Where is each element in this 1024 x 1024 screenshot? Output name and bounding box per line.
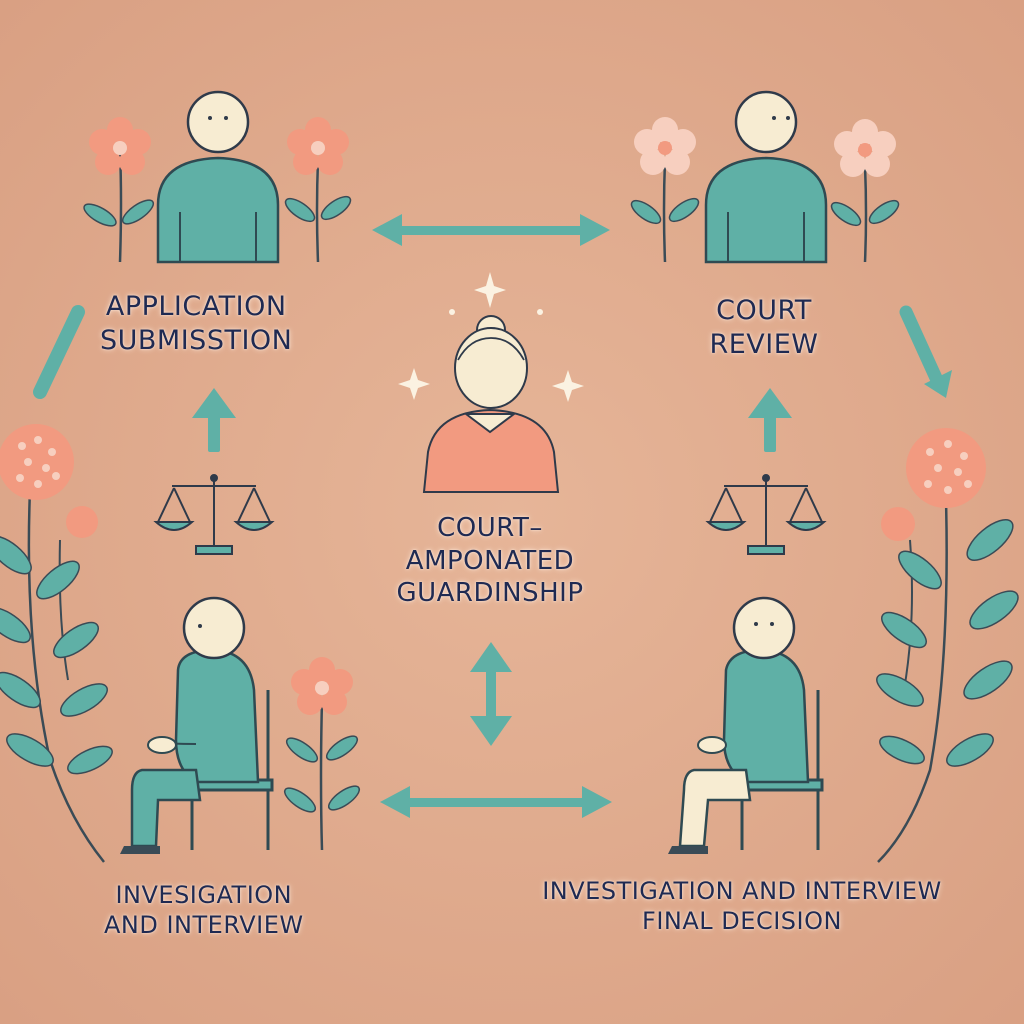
label-court-review: COURT REVIEW [709,295,819,360]
scales-icon-right [705,474,827,555]
guardian-icon [422,315,560,493]
scales-icon-left [153,474,275,555]
flower-icon-top-right-b [830,119,900,263]
double-arrow-icon-top [372,214,610,246]
flower-vine-icon-left [0,424,113,863]
arrow-icon-left-side [33,305,85,399]
label-application-submission: APPLICATION SUBMISSTION [100,291,293,356]
label-center-guardianship: COURT– AMPONATED GUARDINSHIP [396,513,584,608]
double-arrow-icon-center [470,642,512,746]
flower-icon-top-right-a [630,117,700,263]
flower-vine-icon-right [876,428,1019,863]
person-icon-bottom-right [668,596,810,854]
up-arrow-icon-right [748,388,792,452]
label-investigation-right: INVESTIGATION AND INTERVIEW FINAL DECISI… [542,877,942,935]
flower-icon-bottom-left [283,657,361,851]
flower-icon-top-left-a [83,117,155,263]
up-arrow-icon-left [192,388,236,452]
sparkle-icon-group [398,272,584,402]
person-icon-top-left [156,90,280,264]
double-arrow-icon-bottom [380,786,612,818]
person-icon-top-right [704,90,828,264]
flower-icon-top-left-b [284,117,352,263]
label-investigation-left: INVESIGATION AND INTERVIEW [104,881,304,939]
person-icon-bottom-left [120,596,260,854]
arrow-icon-right-side [899,305,952,398]
